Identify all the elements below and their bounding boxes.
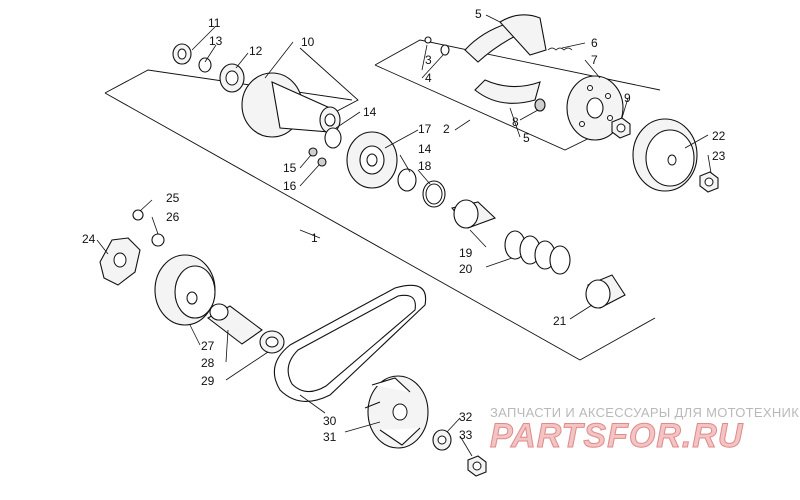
callout-20: 20 xyxy=(459,262,473,276)
clip-13 xyxy=(198,57,212,73)
collar-19 xyxy=(451,199,497,229)
nut-33 xyxy=(467,455,487,477)
callout-24: 24 xyxy=(82,232,96,246)
spider-24 xyxy=(99,237,141,286)
cam-plate-17 xyxy=(346,131,398,189)
slider-16 xyxy=(317,157,327,167)
callout-33: 33 xyxy=(459,428,473,442)
callout-12: 12 xyxy=(249,44,263,58)
o-ring-18 xyxy=(422,180,446,208)
fan-31 xyxy=(364,375,429,449)
assembly-1-frame-lower xyxy=(104,92,656,361)
nut-23 xyxy=(699,171,719,193)
callout-10: 10 xyxy=(301,35,315,49)
callout-22: 22 xyxy=(712,129,726,143)
bushing-14-upper xyxy=(324,127,342,149)
spring-20 xyxy=(504,230,571,275)
bushing-21 xyxy=(585,274,626,309)
callout-21: 21 xyxy=(553,314,567,328)
callout-1: 1 xyxy=(311,231,318,245)
leader-lines xyxy=(96,14,712,457)
sleeve-28 xyxy=(206,303,263,345)
callout-5-lower: 5 xyxy=(523,131,530,145)
nut-9 xyxy=(611,117,631,139)
callout-14-lower: 14 xyxy=(418,142,432,156)
drive-belt-30 xyxy=(273,284,427,402)
callout-5-upper: 5 xyxy=(475,7,482,21)
bushing-26 xyxy=(151,233,165,247)
assembly-2-frame xyxy=(374,39,661,91)
callout-9: 9 xyxy=(624,91,631,105)
washer-4 xyxy=(440,44,450,56)
callout-18: 18 xyxy=(418,159,432,173)
callout-4: 4 xyxy=(425,71,432,85)
callout-15: 15 xyxy=(283,161,297,175)
watermark-tagline: ЗАПЧАСТИ И АКСЕССУАРЫ ДЛЯ МОТОТЕХНИКИ xyxy=(490,405,800,420)
callout-31: 31 xyxy=(323,430,337,444)
clutch-drum-22 xyxy=(632,118,698,192)
callout-19: 19 xyxy=(459,246,473,260)
movable-sheave-10 xyxy=(241,72,341,138)
callout-2: 2 xyxy=(443,122,450,136)
callout-numbers: 11 13 12 10 14 17 14 18 15 16 1 19 20 21… xyxy=(82,7,726,444)
clutch-shoe-5-upper xyxy=(464,14,547,63)
callout-11: 11 xyxy=(208,16,221,30)
clutch-shoe-5-lower xyxy=(474,79,541,104)
callout-3: 3 xyxy=(425,53,432,67)
callout-16: 16 xyxy=(283,179,297,193)
callout-29: 29 xyxy=(201,374,215,388)
spring-6 xyxy=(547,47,573,51)
slider-15 xyxy=(308,147,318,157)
callout-30: 30 xyxy=(323,414,337,428)
fixed-sheave-27 xyxy=(154,254,216,326)
callout-13: 13 xyxy=(209,34,223,48)
bushing-8 xyxy=(534,98,546,112)
clip-3 xyxy=(424,36,432,44)
callout-27: 27 xyxy=(201,339,215,353)
bushing-14-lower xyxy=(397,168,417,192)
bearing-12 xyxy=(219,63,245,93)
callout-25: 25 xyxy=(166,191,180,205)
callout-14-upper: 14 xyxy=(363,105,377,119)
callout-23: 23 xyxy=(712,149,726,163)
callout-28: 28 xyxy=(201,356,215,370)
callout-17: 17 xyxy=(418,122,432,136)
callout-32: 32 xyxy=(459,410,473,424)
watermark-logo: PARTSFOR.RU xyxy=(490,417,744,455)
bushing-25 xyxy=(132,209,144,221)
clutch-plate-7 xyxy=(566,75,624,141)
callout-26: 26 xyxy=(166,210,180,224)
callout-8: 8 xyxy=(512,115,519,129)
washer-32 xyxy=(432,429,452,451)
bushing-11 xyxy=(172,43,192,65)
callout-6: 6 xyxy=(591,36,598,50)
callout-7: 7 xyxy=(591,53,598,67)
bushing-29 xyxy=(259,330,285,354)
